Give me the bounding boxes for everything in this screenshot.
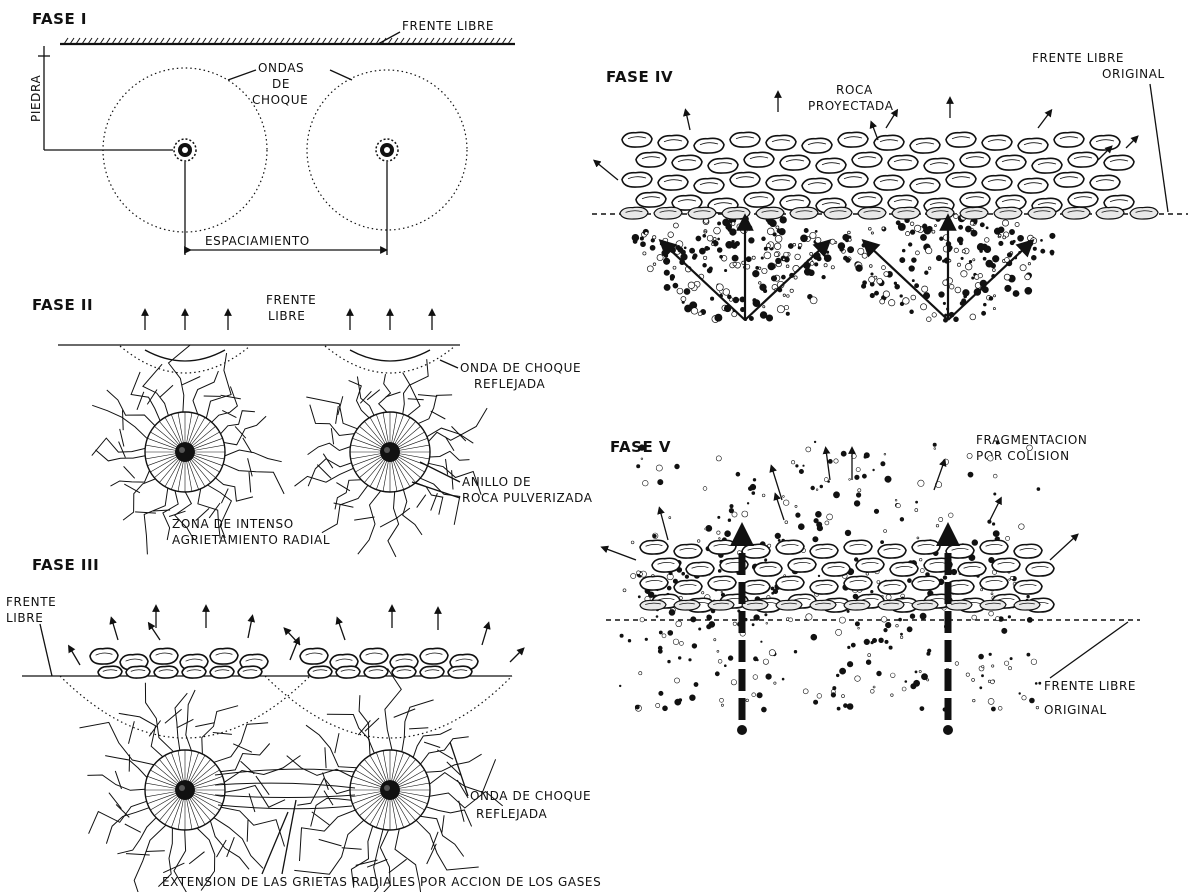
phase-3-title: FASE III (32, 556, 99, 574)
phase-4-title: FASE IV (606, 68, 673, 86)
phase-3-reflected-wave-left (60, 676, 310, 738)
phase-3-free-face-label-1: FRENTE (6, 595, 56, 609)
phase-2-fracture-zone-right (295, 359, 488, 557)
phase-5-original-face-label-1: FRENTE LIBRE (1044, 679, 1136, 693)
phase-3: FASE III FRENTE LIBRE ONDA DE CHOQUE REF… (6, 556, 601, 892)
phase-3-reflected-wave-right (265, 676, 512, 738)
phase-1: FASE I FRENTE LIBRE ONDAS DE CHOQUE PIED… (29, 10, 515, 255)
phase-1-title: FASE I (32, 10, 87, 28)
phase-2-ring-label-1: ANILLO DE (462, 475, 531, 489)
phase-2-reflected-wave-right (325, 346, 455, 373)
phase-4-projected-rocks (620, 132, 1158, 219)
phase-3-fracture-zone-right (287, 668, 503, 892)
phase-1-shock-label-1: ONDAS (258, 61, 304, 75)
phase-3-detaching-rocks (90, 648, 478, 678)
phase-2-radial-zone-label-2: AGRIETAMIENTO RADIAL (172, 533, 330, 547)
phase-2-free-face-label-2: LIBRE (268, 309, 305, 323)
phase-2-reflected-wave-label-2: REFLEJADA (474, 377, 545, 391)
phase-4-original-face-label-1: FRENTE LIBRE (1032, 51, 1124, 65)
phase-1-shock-leader-right (330, 70, 352, 80)
phase-2-radial-zone-label-1: ZONA DE INTENSO (172, 517, 294, 531)
phase-1-charge-right (376, 139, 398, 161)
phase-5: FASE V FRAGMENTACION POR COLISION FRENTE… (604, 433, 1140, 735)
phase-2: FASE II FRENTE LIBRE ONDA DE CHOQUE REFL… (32, 293, 593, 557)
phase-1-burden-label: PIEDRA (29, 75, 43, 122)
phase-5-collision-label-1: FRAGMENTACION (976, 433, 1088, 447)
phase-2-free-face-label-1: FRENTE (266, 293, 316, 307)
phase-4: FASE IV ROCA PROYECTADA FRENTE LIBRE ORI… (592, 51, 1188, 323)
phase-1-shock-label-2: DE (272, 77, 290, 91)
phase-4-original-face-label-2: ORIGINAL (1102, 67, 1165, 81)
phase-3-free-face-label-2: LIBRE (6, 611, 43, 625)
phase-1-shock-label-3: CHOQUE (252, 93, 308, 107)
phase-2-reflected-wave-label-1: ONDA DE CHOQUE (460, 361, 581, 375)
phase-2-ring-label-2: ROCA PULVERIZADA (462, 491, 593, 505)
phase-1-charge-left (174, 139, 196, 161)
phase-3-reflected-wave-label-2: REFLEJADA (476, 807, 547, 821)
phase-1-shock-leader-left (228, 70, 256, 80)
phase-5-original-face-label-2: ORIGINAL (1044, 703, 1107, 717)
phase-2-reflected-wave-left (120, 346, 250, 373)
phase-3-reflected-wave-label-1: ONDA DE CHOQUE (470, 789, 591, 803)
phase-2-title: FASE II (32, 296, 93, 314)
phase-3-connecting-cracks (215, 769, 355, 809)
phase-1-free-face-label: FRENTE LIBRE (402, 19, 494, 33)
phase-4-projected-label-2: PROYECTADA (808, 99, 894, 113)
phase-4-projected-label-1: ROCA (836, 83, 873, 97)
phase-4-broken-rock-mass (632, 213, 1055, 322)
phase-3-gas-extension-label: EXTENSION DE LAS GRIETAS RADIALES POR AC… (162, 875, 601, 889)
phase-1-spacing-label: ESPACIAMIENTO (205, 234, 310, 248)
